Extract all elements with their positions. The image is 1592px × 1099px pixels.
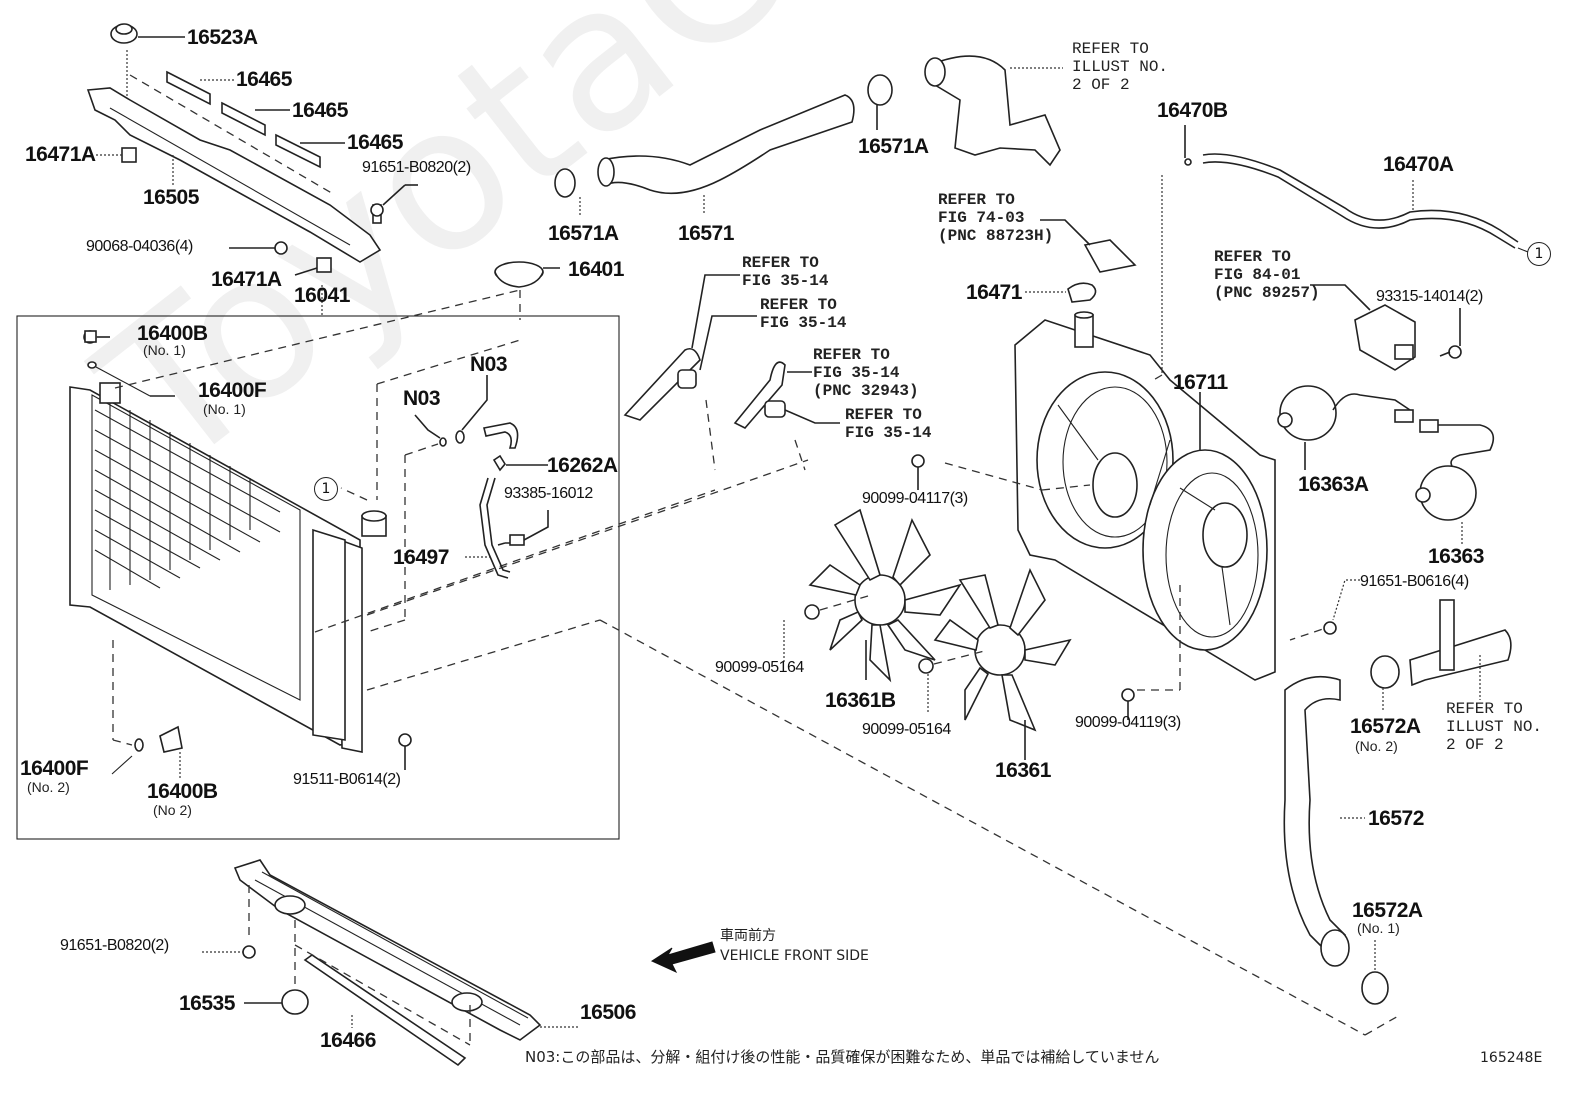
- label-16361B: 16361B: [825, 689, 896, 712]
- fan-16361B: [783, 508, 962, 683]
- overflow-hose: [1184, 125, 1529, 253]
- label-16363: 16363: [1428, 545, 1484, 568]
- label-16572: 16572: [1368, 807, 1424, 830]
- label-91511-B0614: 91511-B0614(2): [293, 771, 401, 788]
- refer-fig-35-14-a: REFER TO FIG 35-14: [742, 254, 829, 290]
- connection-marker-1-radiator: 1: [314, 477, 338, 501]
- refer-fig-74-03: REFER TO FIG 74-03 (PNC 88723H): [938, 191, 1054, 245]
- refer-hoses: [623, 274, 840, 471]
- label-16465-1: 16465: [236, 68, 292, 91]
- label-91651-B0820-top: 91651-B0820(2): [362, 159, 471, 176]
- label-16571A-left: 16571A: [548, 222, 619, 245]
- fan-16361: [918, 567, 1072, 760]
- label-16465-2: 16465: [292, 99, 348, 122]
- footnote-N03: N03:この部品は、分解・組付け後の性能・品質確保が困難なため、単品では補給して…: [525, 1048, 1160, 1066]
- label-16572A-no1: 16572A: [1352, 899, 1423, 922]
- label-16572A-no2-sub: (No. 2): [1355, 738, 1398, 754]
- label-90099-05164-a: 90099-05164: [715, 659, 804, 676]
- lower-support-assembly: [202, 859, 578, 1067]
- label-16041: 16041: [294, 284, 350, 307]
- label-16471A-2: 16471A: [211, 268, 282, 291]
- label-93315-14014: 93315-14014(2): [1376, 288, 1483, 305]
- label-16571A-right: 16571A: [858, 135, 929, 158]
- label-16400B-no2: 16400B: [147, 780, 218, 803]
- label-16711: 16711: [1173, 371, 1228, 394]
- refer-illust-bottom: REFER TO ILLUST NO. 2 OF 2: [1446, 700, 1543, 754]
- label-16400B-no2-sub: (No 2): [153, 802, 192, 818]
- label-16361: 16361: [995, 759, 1051, 782]
- label-16466: 16466: [320, 1029, 376, 1052]
- label-N03-a: N03: [403, 387, 441, 410]
- label-16470B: 16470B: [1157, 99, 1228, 122]
- label-16400B-no1-sub: (No. 1): [143, 342, 186, 358]
- refer-fig-35-14-b: REFER TO FIG 35-14: [760, 296, 847, 332]
- vehicle-front-label-jp: 車両前方: [720, 928, 776, 944]
- vehicle-front-arrow-icon: [650, 941, 716, 974]
- refer-fig-35-14-d: REFER TO FIG 35-14: [845, 406, 932, 442]
- label-90099-04119: 90099-04119(3): [1075, 714, 1181, 731]
- label-16471: 16471: [966, 281, 1022, 304]
- label-16497: 16497: [393, 546, 449, 569]
- label-16262A: 16262A: [547, 454, 618, 477]
- radiator-assembly: [69, 289, 809, 778]
- label-16363A: 16363A: [1298, 473, 1369, 496]
- label-16400F-no2: 16400F: [20, 757, 89, 780]
- oil-cooler-hose-group: [414, 375, 549, 579]
- upper-radiator-hose: [554, 55, 1063, 215]
- label-16523A: 16523A: [187, 26, 258, 49]
- label-16400B-no1: 16400B: [137, 322, 208, 345]
- label-90068-04036: 90068-04036(4): [86, 238, 193, 255]
- label-N03-b: N03: [470, 353, 508, 376]
- vehicle-front-label-en: VEHICLE FRONT SIDE: [720, 948, 869, 964]
- fan-motors: [1277, 284, 1495, 545]
- refer-fig-84-01: REFER TO FIG 84-01 (PNC 89257): [1214, 248, 1320, 302]
- radiator-group-box: [16, 315, 620, 840]
- label-16465-3: 16465: [347, 131, 403, 154]
- radiator-cap: [494, 261, 560, 288]
- label-16470A: 16470A: [1383, 153, 1454, 176]
- label-90099-05164-b: 90099-05164: [862, 721, 951, 738]
- label-16571: 16571: [678, 222, 734, 245]
- lower-radiator-hose: [599, 579, 1512, 1036]
- vehicle-front-label: 車両前方 VEHICLE FRONT SIDE: [720, 926, 869, 966]
- label-16535: 16535: [179, 992, 235, 1015]
- label-16401: 16401: [568, 258, 624, 281]
- label-16572A-no2: 16572A: [1350, 715, 1421, 738]
- label-91651-B0820-bottom: 91651-B0820(2): [60, 937, 169, 954]
- label-16505: 16505: [143, 186, 199, 209]
- fan-shroud: [911, 175, 1336, 720]
- label-90099-04117: 90099-04117(3): [862, 490, 968, 507]
- label-16400F-no2-sub: (No. 2): [27, 779, 70, 795]
- label-91651-B0616: 91651-B0616(4): [1360, 573, 1469, 590]
- refer-fig-35-14-pnc: REFER TO FIG 35-14 (PNC 32943): [813, 346, 919, 400]
- refer-illust-top: REFER TO ILLUST NO. 2 OF 2: [1072, 40, 1169, 94]
- label-16400F-no1: 16400F: [198, 379, 267, 402]
- connection-marker-1-hose: 1: [1527, 242, 1551, 266]
- label-16400F-no1-sub: (No. 1): [203, 401, 246, 417]
- label-16572A-no1-sub: (No. 1): [1357, 920, 1400, 936]
- diagram-id: 165248E: [1480, 1050, 1543, 1066]
- upper-support-assembly: [86, 23, 418, 315]
- caution-label-plate: [1083, 239, 1137, 273]
- label-16471A-1: 16471A: [25, 143, 96, 166]
- label-16506: 16506: [580, 1001, 636, 1024]
- label-93385-16012: 93385-16012: [504, 485, 593, 502]
